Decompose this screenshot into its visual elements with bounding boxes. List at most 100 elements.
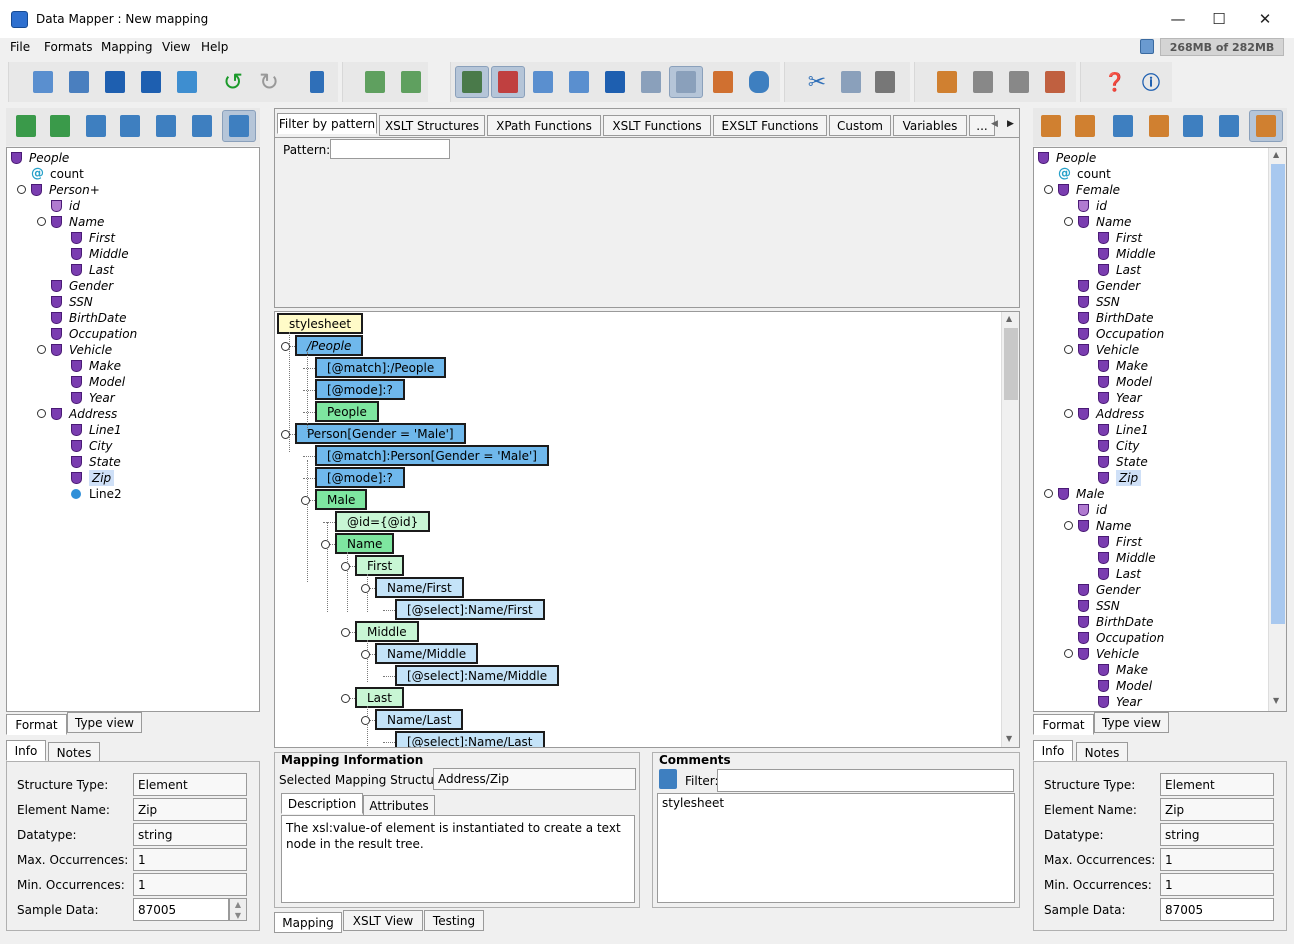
mapping-node[interactable]: [@mode]:? [315,379,405,400]
scroll-down-icon[interactable]: ▼ [1006,734,1013,743]
tree-node[interactable]: SSN [1078,294,1120,310]
tree-node[interactable]: Name [1078,518,1131,534]
left-props-button[interactable] [222,110,256,142]
mapping-expand-icon[interactable] [341,628,350,637]
expand-toggle-icon[interactable] [1064,649,1073,658]
mapping-node[interactable]: [@select]:Name/First [395,599,545,620]
expand-toggle-icon[interactable] [1044,185,1053,194]
expand-toggle-icon[interactable] [1064,217,1073,226]
mapping-expand-icon[interactable] [281,342,290,351]
right-props-button[interactable] [1249,110,1283,142]
tree-node[interactable]: Model [1098,374,1152,390]
undo-button[interactable]: ↺ [219,68,247,96]
right-list-button[interactable] [1145,112,1173,140]
expand-toggle-icon[interactable] [1064,409,1073,418]
redo-button[interactable]: ↻ [255,68,283,96]
tree-node[interactable]: Occupation [51,326,137,342]
mapping-node[interactable]: First [355,555,405,576]
mapping-node[interactable]: Name/Middle [375,643,479,664]
right-doc-button[interactable] [1109,112,1137,140]
tree-node[interactable]: Make [1098,358,1148,374]
tree-node[interactable]: City [71,438,113,454]
mapping-node[interactable]: Middle [355,621,419,642]
left-import-button[interactable] [12,112,40,140]
tool-database-button[interactable] [745,68,773,96]
expand-toggle-icon[interactable] [37,217,46,226]
tree-node[interactable]: Address [51,406,117,422]
tree-node[interactable]: id [51,198,80,214]
close-icon[interactable]: ✕ [1258,10,1272,28]
about-button[interactable]: ⓘ [1137,68,1165,96]
palette-tab-4[interactable]: EXSLT Functions [713,115,827,136]
garbage-collect-icon[interactable] [1140,39,1154,54]
mapping-expand-icon[interactable] [361,584,370,593]
expand-toggle-icon[interactable] [1044,489,1053,498]
tool-xml-button[interactable] [565,68,593,96]
open-button[interactable] [65,68,93,96]
tree-node[interactable]: Male [1058,486,1104,502]
tree-node[interactable]: id [1078,198,1107,214]
tab-description[interactable]: Description [281,793,363,814]
tree-node[interactable]: Last [1098,262,1141,278]
tree-node[interactable]: BirthDate [1078,310,1154,326]
mapping-node[interactable]: [@match]:Person[Gender = 'Male'] [315,445,549,466]
mapping-expand-icon[interactable] [361,650,370,659]
tree-node[interactable]: Occupation [1078,630,1164,646]
tree-node[interactable]: BirthDate [1078,614,1154,630]
right-scroll-up-icon[interactable]: ▲ [1273,150,1280,159]
pattern-input[interactable] [330,139,450,159]
expand-toggle-icon[interactable] [37,345,46,354]
left-tab-info[interactable]: Info [6,740,46,761]
exit-button[interactable] [303,68,331,96]
save-button[interactable] [101,68,129,96]
left-find-button[interactable] [152,112,180,140]
mapping-node[interactable]: Name/First [375,577,464,598]
tool-list-button[interactable] [529,68,557,96]
tree-node[interactable]: Middle [1098,550,1156,566]
tree-node[interactable]: Vehicle [51,342,112,358]
comment-doc-icon[interactable] [659,769,677,789]
left-tab-format[interactable]: Format [6,714,67,735]
tree-node[interactable]: Last [1098,566,1141,582]
menu-formats[interactable]: Formats [44,40,93,54]
left-list-button[interactable] [116,112,144,140]
palette-tab-3[interactable]: XSLT Functions [603,115,711,136]
mapping-node[interactable]: Name/Last [375,709,464,730]
mapping-node[interactable]: Person[Gender = 'Male'] [295,423,466,444]
menu-help[interactable]: Help [201,40,229,54]
xls-button[interactable] [173,68,201,96]
help-button[interactable]: ❓ [1101,68,1129,96]
mapping-node[interactable]: [@select]:Name/Middle [395,665,560,686]
tree-node[interactable]: Make [1098,662,1148,678]
tree-node[interactable]: Year [1098,390,1142,406]
tree-node[interactable]: Name [51,214,104,230]
paste-button[interactable] [871,68,899,96]
menu-file[interactable]: File [10,40,31,54]
left-wand-button[interactable] [46,112,74,140]
palette-tab-6[interactable]: Variables [893,115,967,136]
tree-node[interactable]: Line1 [1098,422,1149,438]
tab-scroll-right-icon[interactable]: ▶ [1007,119,1014,129]
tree-node[interactable]: Vehicle [1078,646,1139,662]
left-tab-typeview[interactable]: Type view [67,712,142,733]
mapping-node[interactable]: [@match]:/People [315,357,447,378]
tool-doc-button[interactable] [637,68,665,96]
right-tab-info[interactable]: Info [1033,740,1073,761]
tree-node[interactable]: Vehicle [1078,342,1139,358]
tree-node[interactable]: SSN [1078,598,1120,614]
save-as-button[interactable] [137,68,165,96]
map-settings-button[interactable] [397,68,425,96]
tool-palette-button[interactable] [491,66,525,98]
tree-node[interactable]: Make [71,358,121,374]
right-tab-format[interactable]: Format [1033,714,1094,735]
mapping-expand-icon[interactable] [301,496,310,505]
tool-info-button[interactable] [455,66,489,98]
right-find-button[interactable] [1179,112,1207,140]
sample-data-input[interactable]: 87005 [133,898,229,921]
mapping-node[interactable]: [@mode]:? [315,467,405,488]
mapping-node[interactable]: Male [315,489,368,510]
tree-node[interactable]: Gender [1078,582,1140,598]
menu-view[interactable]: View [162,40,191,54]
tree-node[interactable]: Middle [71,246,129,262]
